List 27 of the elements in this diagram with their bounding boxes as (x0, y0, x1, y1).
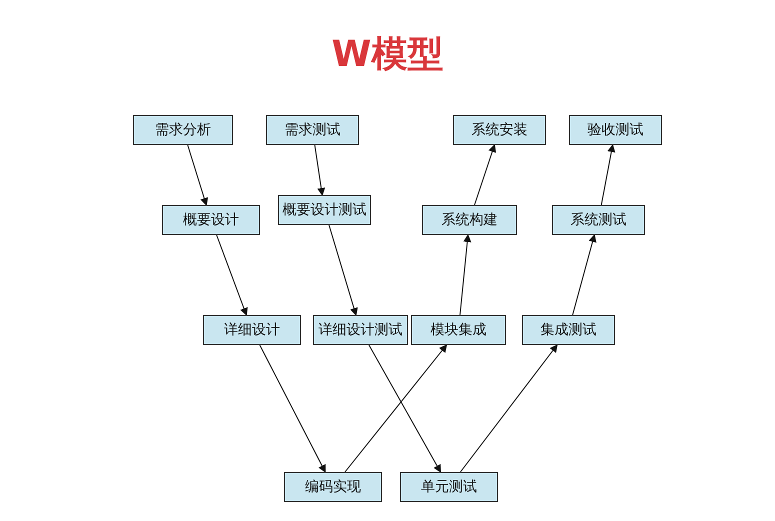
process-box: 概要设计 (162, 205, 260, 235)
arrow (460, 234, 472, 316)
process-box: 需求分析 (133, 115, 233, 145)
process-box: 系统构建 (422, 205, 517, 235)
arrow (328, 224, 358, 316)
process-box: 详细设计测试 (313, 315, 408, 345)
process-box: 验收测试 (569, 115, 662, 145)
process-box: 单元测试 (400, 472, 498, 502)
arrow (187, 144, 208, 206)
arrow (572, 234, 596, 316)
arrow (216, 234, 248, 316)
process-box: 系统测试 (552, 205, 645, 235)
arrow (314, 144, 326, 196)
process-box: 集成测试 (522, 315, 615, 345)
arrow (460, 344, 558, 472)
arrow (344, 344, 448, 472)
process-box: 模块集成 (411, 315, 506, 345)
process-box: 详细设计 (203, 315, 301, 345)
process-box: 系统安装 (453, 115, 546, 145)
process-box: 编码实现 (284, 472, 382, 502)
arrow (259, 344, 326, 473)
process-box: 需求测试 (266, 115, 359, 145)
arrow (474, 144, 496, 206)
process-box: 概要设计测试 (278, 195, 371, 225)
arrow (600, 144, 616, 206)
arrow (368, 344, 442, 473)
title: W模型 (330, 33, 444, 77)
